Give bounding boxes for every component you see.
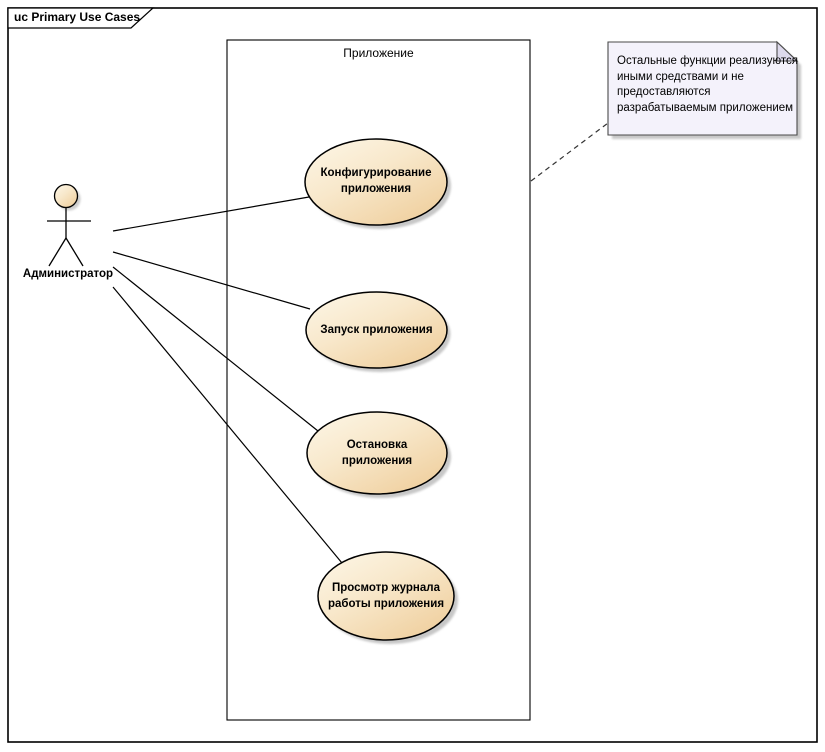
use-case-label-stop: Остановка приложения	[307, 437, 447, 469]
use-case-label-configure: Конфигурирование приложения	[305, 165, 447, 197]
frame-heading-tab	[7, 7, 155, 29]
note-text: Остальные функции реализуются иными сред…	[617, 54, 798, 116]
use-case-label-line: Остановка	[346, 439, 408, 451]
use-case-start-application	[305, 291, 448, 369]
use-case-configure-application	[304, 138, 448, 226]
use-case-label-line: приложения	[340, 183, 412, 195]
note-text-line: иными средствами и не	[617, 70, 744, 83]
actor-head-icon	[53, 183, 79, 209]
association-stop	[112, 266, 319, 432]
use-case-label-start: Запуск приложения	[306, 322, 447, 338]
note-text-line: предоставляются	[617, 86, 711, 98]
actor-administrator-figure	[47, 183, 91, 267]
diagram-frame-border	[7, 7, 818, 743]
association-configure	[112, 196, 310, 232]
note-text-line: Остальные функции реализуются	[617, 55, 798, 67]
use-case-stop-application	[306, 411, 448, 495]
note-folded-corner-icon	[776, 40, 799, 62]
use-case-label-view-log: Просмотр журнала работы приложения	[318, 580, 454, 612]
association-start	[112, 251, 311, 310]
use-case-label-line: Конфигурирование	[320, 167, 432, 179]
use-case-label-line: Запуск приложения	[320, 324, 433, 336]
association-view-log	[112, 286, 343, 564]
use-case-label-line: работы приложения	[327, 598, 445, 610]
system-boundary-label: Приложение	[343, 46, 414, 60]
use-case-view-application-log	[317, 551, 455, 641]
use-case-label-line: Просмотр журнала	[332, 582, 440, 594]
note-shape	[607, 41, 798, 136]
frame-title: uc Primary Use Cases	[14, 10, 141, 24]
note-link-line	[530, 122, 609, 182]
association-lines	[112, 196, 343, 564]
note-text-line: разрабатываемым приложением	[617, 101, 794, 114]
actor-label: Администратор	[22, 268, 114, 280]
use-case-label-line: приложения	[341, 455, 413, 467]
